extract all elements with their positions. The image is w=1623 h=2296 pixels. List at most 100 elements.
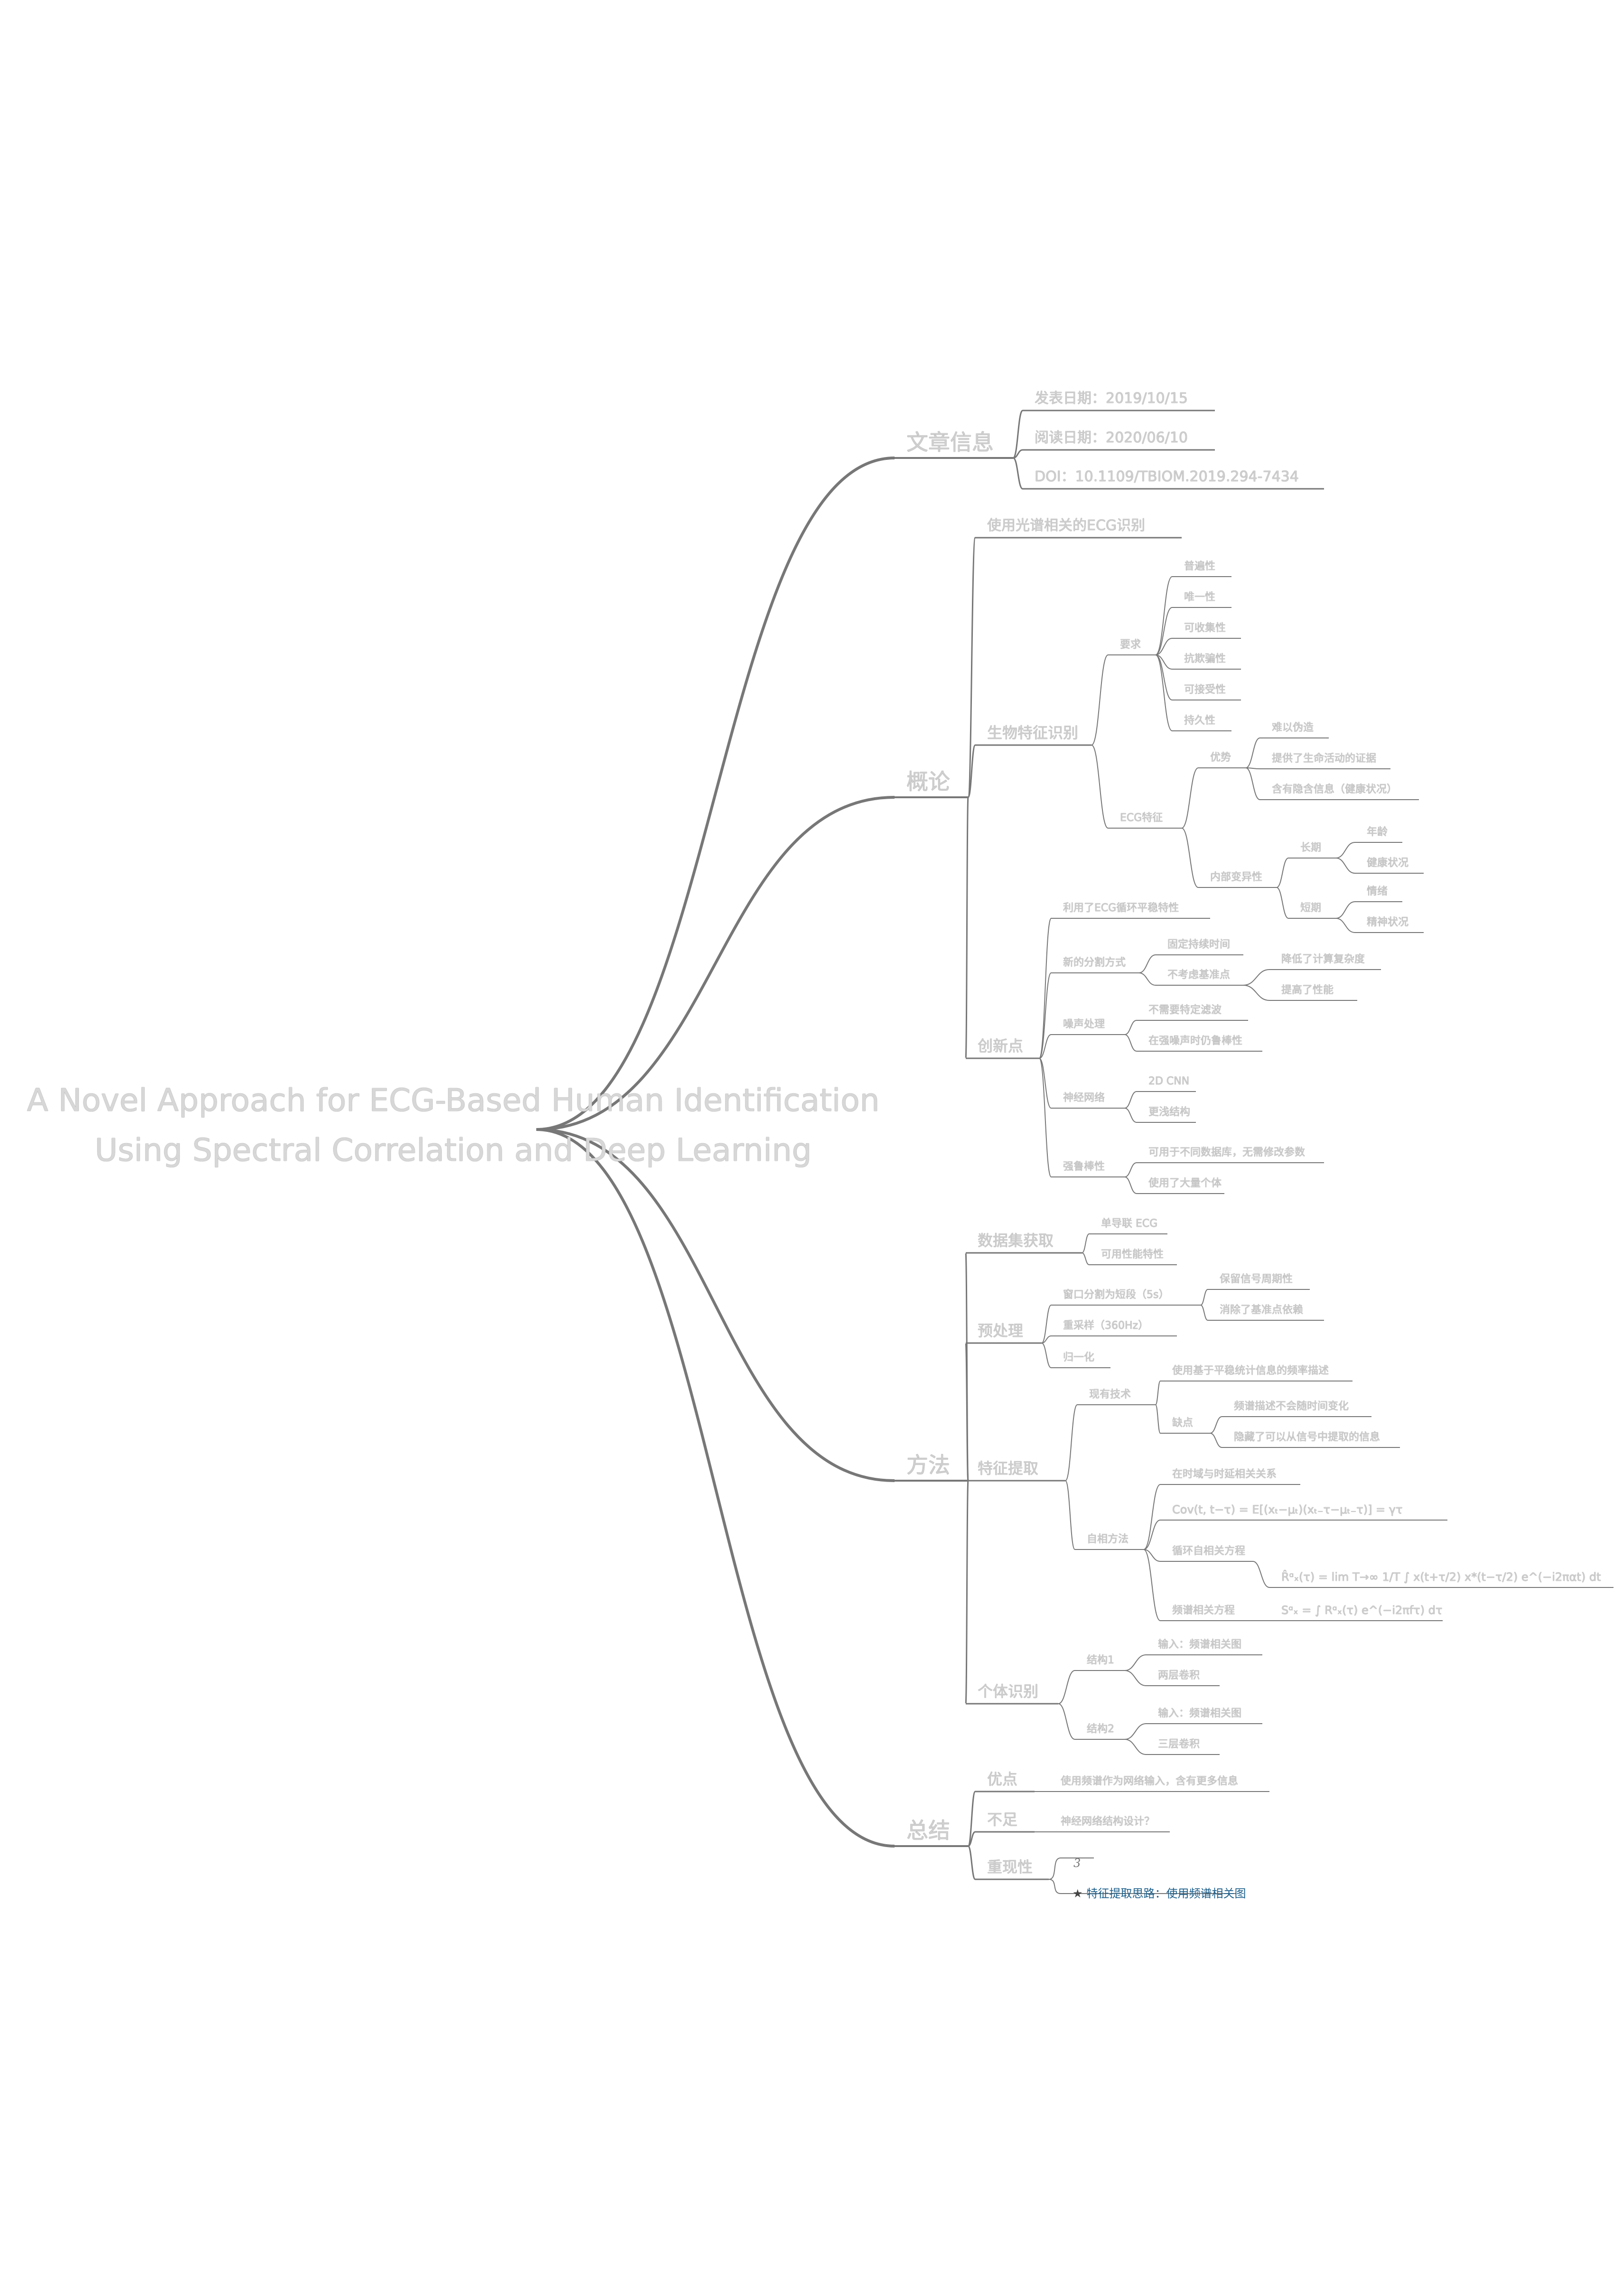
reproducibility-highlight: ★特征提取思路：使用频谱相关图 <box>1073 1884 1246 1901</box>
read-date: 阅读日期：2020/06/10 <box>1035 429 1188 446</box>
normalize-connector <box>1041 1343 1052 1368</box>
our-method: 自相方法 <box>1087 1533 1129 1545</box>
remove-fiducial-connector <box>1200 1305 1208 1321</box>
pros-text: 使用频谱作为网络输入，含有更多信息 <box>1061 1775 1239 1787</box>
cons-text: 神经网络结构设计？ <box>1061 1816 1155 1828</box>
arch2-connector <box>1058 1703 1075 1740</box>
adv-health-info: 含有隐含信息（健康状况） <box>1272 784 1398 795</box>
age: 年龄 <box>1367 826 1388 838</box>
req-universality: 普遍性 <box>1184 560 1216 572</box>
short-term: 短期 <box>1300 902 1322 914</box>
existing-tech-connector <box>1065 1404 1078 1481</box>
arch2-input: 输入：频谱相关图 <box>1158 1708 1242 1719</box>
doi-connector <box>1013 457 1023 490</box>
biometric-connector <box>967 744 976 798</box>
cross-database-connector <box>1124 1162 1137 1177</box>
short-term-connector <box>1276 887 1289 919</box>
req-uniqueness: 唯一性 <box>1184 591 1216 603</box>
normalize: 归一化 <box>1063 1352 1095 1363</box>
noise-handling: 噪声处理 <box>1063 1018 1105 1030</box>
no-fiducial-connector <box>1138 972 1156 986</box>
ecg-feature: ECG特征 <box>1120 812 1163 824</box>
our-method-connector <box>1065 1480 1075 1550</box>
adv-hard-to-forge: 难以伪造 <box>1272 722 1314 734</box>
robust-noise-connector <box>1124 1034 1137 1052</box>
req-anti-spoof-connector <box>1155 654 1173 670</box>
emotion: 情绪 <box>1367 886 1388 897</box>
resample-connector <box>1041 1335 1052 1344</box>
variability-connector <box>1181 828 1199 888</box>
keep-periodicity-connector <box>1200 1289 1208 1306</box>
mental-state: 精神状况 <box>1367 916 1409 928</box>
preprocess-connector <box>965 1342 969 1482</box>
corr-desc-connector <box>1143 1484 1161 1550</box>
noise-handling-connector <box>1039 1034 1052 1059</box>
cov-formula: Cov(t, t−τ) = E[(xₜ−μₜ)(xₜ₋τ−μₜ₋τ)] = γτ <box>1172 1503 1403 1516</box>
score-connector <box>1048 1857 1061 1880</box>
strong-robustness: 强鲁棒性 <box>1063 1161 1105 1173</box>
drawbacks: 缺点 <box>1172 1417 1194 1429</box>
no-fiducial: 不考虑基准点 <box>1167 969 1231 981</box>
reproducibility-connector <box>967 1845 976 1880</box>
req-universality-connector <box>1155 576 1173 655</box>
adv-hard-to-forge-connector <box>1245 737 1260 768</box>
advantages: 优势 <box>1210 752 1231 764</box>
arch1-input-connector <box>1124 1654 1147 1671</box>
cyclic-formula-connector <box>1252 1561 1270 1588</box>
branch-overview-connector <box>536 796 895 1131</box>
innovation-connector <box>965 796 969 1059</box>
req-collectability-connector <box>1155 638 1173 655</box>
identification-connector <box>965 1480 969 1705</box>
biometric: 生物特征识别 <box>987 724 1079 742</box>
branch-overview: 概论 <box>906 769 950 794</box>
branch-summary: 总结 <box>906 1818 950 1843</box>
reproducibility-highlight-text: 特征提取思路：使用频谱相关图 <box>1086 1887 1246 1900</box>
not-time-varying-connector <box>1210 1416 1222 1434</box>
shallow-structure: 更浅结构 <box>1148 1106 1191 1118</box>
req-anti-spoof: 抗欺骗性 <box>1184 653 1226 665</box>
corr-desc: 在时域与时延相关关系 <box>1172 1468 1277 1480</box>
req-permanence-connector <box>1155 654 1173 731</box>
window-segment: 窗口分割为短段（5s） <box>1063 1289 1169 1301</box>
segmentation: 新的分割方式 <box>1063 957 1126 969</box>
drawbacks-connector <box>1155 1404 1161 1434</box>
stationary-desc-connector <box>1155 1381 1161 1405</box>
hidden-info: 隐藏了可以从信号中提取的信息 <box>1234 1431 1380 1443</box>
arch1-connector <box>1058 1670 1075 1704</box>
identification: 个体识别 <box>978 1682 1039 1700</box>
usable-property-connector <box>1082 1252 1090 1265</box>
cov-formula-connector <box>1143 1520 1161 1550</box>
spectral-label: 频谱相关方程 <box>1172 1605 1235 1616</box>
health-status: 健康状况 <box>1367 857 1409 869</box>
arch1: 结构1 <box>1087 1654 1114 1666</box>
dataset: 数据集获取 <box>978 1232 1054 1250</box>
ecg-spectral-connector <box>967 537 976 798</box>
fixed-duration-connector <box>1138 954 1156 973</box>
usable-property: 可用性能特性 <box>1101 1249 1164 1260</box>
requirements-connector <box>1091 654 1109 746</box>
adv-liveness: 提供了生命活动的证据 <box>1272 753 1377 765</box>
age-connector <box>1335 842 1355 859</box>
highlight-connector <box>1048 1879 1061 1894</box>
cnn-2d-connector <box>1124 1091 1137 1109</box>
many-subjects-connector <box>1124 1176 1137 1194</box>
feature-extraction: 特征提取 <box>978 1459 1039 1477</box>
branch-article-info-connector <box>536 457 895 1131</box>
health-status-connector <box>1335 858 1355 874</box>
neural-network: 神经网络 <box>1063 1092 1105 1104</box>
reproducibility-score: 3 <box>1073 1857 1081 1870</box>
long-term-connector <box>1276 858 1289 888</box>
emotion-connector <box>1335 901 1355 919</box>
root-title-line2: Using Spectral Correlation and Deep Lear… <box>94 1132 812 1168</box>
cyclostationary-connector <box>1039 918 1052 1059</box>
cyclic-label-connector <box>1143 1549 1161 1562</box>
adv-health-info-connector <box>1245 767 1260 800</box>
arch2-input-connector <box>1124 1723 1147 1740</box>
reproducibility: 重现性 <box>987 1858 1033 1876</box>
arch1-conv: 两层卷积 <box>1158 1670 1200 1681</box>
req-collectability: 可收集性 <box>1184 622 1226 634</box>
ecg-spectral: 使用光谱相关的ECG识别 <box>987 517 1146 534</box>
root-title-line1: A Novel Approach for ECG-Based Human Ide… <box>27 1082 880 1119</box>
doi: DOI：10.1109/TBIOM.2019.294-7434 <box>1035 468 1299 485</box>
